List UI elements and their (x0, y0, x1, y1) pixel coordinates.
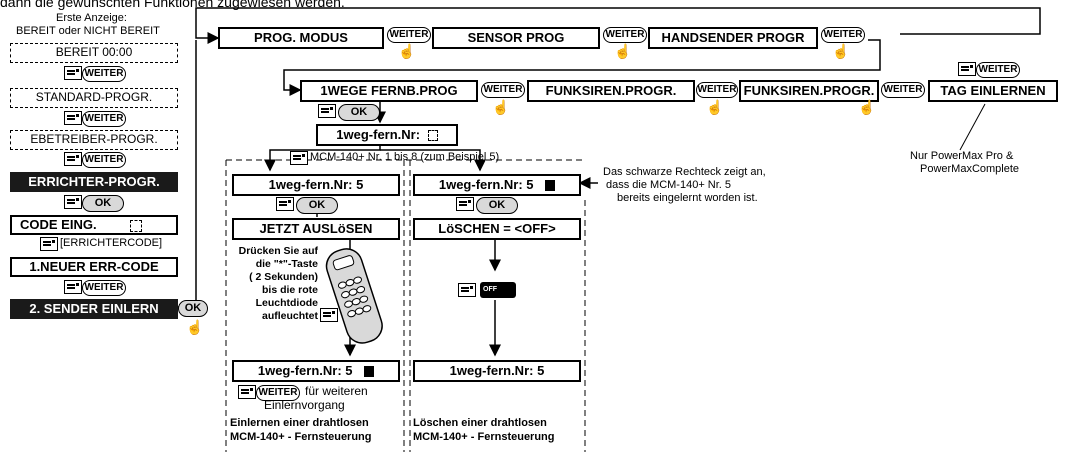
operator-progr-display: EBETREIBER-PROGR. (10, 130, 178, 150)
tag-enroll-display: TAG EINLERNEN (928, 80, 1058, 102)
menu-icon (64, 152, 82, 166)
press-line: Leuchtdiode (255, 297, 318, 309)
menu-icon (318, 104, 336, 118)
trigger-now-display: JETZT AUSLöSEN (232, 218, 400, 240)
menu-icon (64, 66, 82, 80)
enroll-caption-2: MCM-140+ - Fernsteuerung (230, 431, 372, 443)
remote-nr5-enrolled-label: 1weg-fern.Nr: 5 (257, 363, 353, 378)
ready-display: BEREIT 00:00 (10, 43, 178, 63)
tag-note: Nur PowerMax Pro & (910, 150, 1014, 162)
annotation-line-2: dass die MCM-140+ Nr. 5 (606, 179, 732, 191)
remote-nr5-deleted-display: 1weg-fern.Nr: 5 (413, 360, 581, 382)
off-key-label: OFF (483, 286, 497, 293)
menu-icon (458, 283, 476, 297)
delete-caption-2: MCM-140+ - Fernsteuerung (413, 431, 555, 443)
prog-mode-display: PROG. MODUS (218, 27, 384, 49)
sensor-prog-display: SENSOR PROG (432, 27, 600, 49)
remote-nr5-existing-label: 1weg-fern.Nr: 5 (438, 177, 534, 192)
menu-icon (64, 280, 82, 294)
hand-pointer-icon: ☝ (186, 319, 204, 335)
menu-icon (64, 111, 82, 125)
weiter-button[interactable]: WEITER (881, 82, 925, 98)
enroll-sender-display: 2. SENDER EINLERN (10, 299, 178, 319)
enroll-caption: Einlernen einer drahtlosen (230, 417, 369, 429)
weiter-button[interactable]: WEITER (821, 27, 865, 43)
delete-caption: Löschen einer drahtlosen (413, 417, 547, 429)
enrolled-marker (364, 366, 375, 378)
off-key-icon[interactable]: OFF (480, 282, 516, 298)
ok-button[interactable]: OK (338, 104, 380, 121)
first-display-label: Erste Anzeige: (56, 12, 127, 24)
weiter-button[interactable]: WEITER (976, 62, 1020, 78)
hand-pointer-icon: ☝ (614, 43, 632, 59)
press-instructions: Drücken Sie auf die "*"-Taste ( 2 Sekund… (226, 245, 318, 323)
cursor-icon (427, 130, 438, 142)
menu-icon (290, 151, 308, 165)
press-line: aufleuchtet (261, 310, 318, 322)
ok-button[interactable]: OK (82, 195, 124, 212)
ok-button[interactable]: OK (296, 197, 338, 214)
menu-icon (238, 385, 256, 399)
hand-pointer-icon: ☝ (492, 99, 510, 115)
weiter-button[interactable]: WEITER (603, 27, 647, 43)
menu-icon (276, 197, 294, 211)
hand-pointer-icon: ☝ (706, 99, 724, 115)
siren-progr-display-1: FUNKSIREN.PROGR. (527, 80, 695, 102)
remote-nr-label: 1weg-fern.Nr: (336, 127, 421, 142)
delete-off-display: LöSCHEN = <OFF> (413, 218, 581, 240)
remote-nr5-existing-display: 1weg-fern.Nr: 5 (413, 174, 581, 196)
code-entry-label: CODE EING. (20, 217, 97, 232)
weiter-button[interactable]: WEITER (82, 280, 126, 296)
press-line: bis die rote (261, 284, 318, 296)
remote-control-icon (325, 248, 383, 344)
more-enroll-text: für weiteren (305, 384, 368, 398)
tag-note-2: PowerMaxComplete (920, 163, 1020, 175)
weiter-button[interactable]: WEITER (82, 66, 126, 82)
press-line: Drücken Sie auf (238, 245, 318, 257)
code-entry-display: CODE EING. (10, 215, 178, 235)
weiter-button[interactable]: WEITER (696, 82, 738, 98)
enrolled-marker (545, 180, 556, 192)
weiter-button[interactable]: WEITER (481, 82, 525, 98)
hand-pointer-icon: ☝ (832, 43, 850, 59)
menu-icon (64, 195, 82, 209)
more-enroll-text-2: Einlernvorgang (264, 398, 345, 412)
menu-icon (456, 197, 474, 211)
oneway-remote-prog-display: 1WEGE FERNB.PROG (300, 80, 478, 102)
menu-icon (958, 62, 976, 76)
press-line: die "*"-Taste (255, 258, 318, 270)
ok-button[interactable]: OK (476, 197, 518, 214)
handsender-progr-display: HANDSENDER PROGR (648, 27, 818, 49)
menu-icon (320, 308, 338, 322)
header-fragment: dann die gewünschten Funktionen zugewies… (0, 0, 345, 10)
remote-nr5-display: 1weg-fern.Nr: 5 (232, 174, 400, 196)
mcm-range-label: MCM-140+ Nr. 1 bis 8 (zum Beispiel 5) (310, 151, 500, 163)
annotation-line: Das schwarze Rechteck zeigt an, (603, 166, 766, 178)
weiter-button[interactable]: WEITER (387, 27, 431, 43)
weiter-button[interactable]: WEITER (256, 385, 300, 401)
siren-progr-display-2: FUNKSIREN.PROGR. (739, 80, 879, 102)
standard-progr-display: STANDARD-PROGR. (10, 88, 178, 108)
ok-button[interactable]: OK (178, 300, 208, 317)
weiter-button[interactable]: WEITER (82, 111, 126, 127)
installer-progr-display: ERRICHTER-PROGR. (10, 172, 178, 192)
press-line: ( 2 Sekunden) (249, 271, 318, 283)
hand-pointer-icon: ☝ (858, 99, 876, 115)
remote-nr-display: 1weg-fern.Nr: (316, 124, 458, 146)
menu-icon (40, 237, 58, 251)
cursor-icon (130, 219, 143, 232)
annotation-line-3: bereits eingelernt worden ist. (617, 192, 758, 204)
new-code-display: 1.NEUER ERR-CODE (10, 257, 178, 277)
first-display-label-2: BEREIT oder NICHT BEREIT (16, 25, 160, 37)
hand-pointer-icon: ☝ (398, 43, 416, 59)
installer-code-label: [ERRICHTERCODE] (60, 237, 163, 249)
remote-nr5-enrolled-display: 1weg-fern.Nr: 5 (232, 360, 400, 382)
weiter-button[interactable]: WEITER (82, 152, 126, 168)
